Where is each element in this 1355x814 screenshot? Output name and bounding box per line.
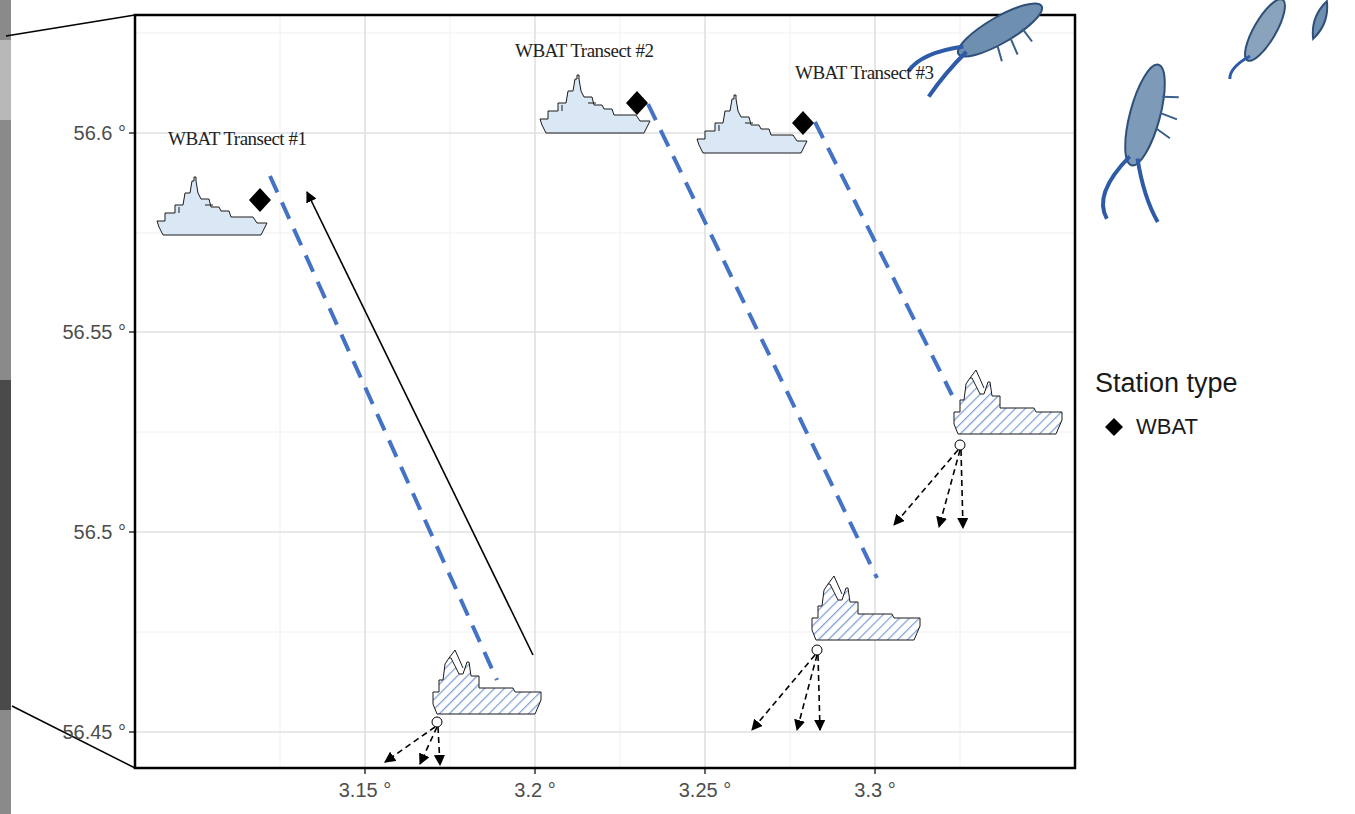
legend-diamond (1104, 417, 1124, 437)
direction-arrow (307, 192, 533, 655)
axis-tick-label: 56.6 ° (74, 123, 126, 143)
axis-tick-label: 3.25 ° (679, 780, 731, 800)
axis-tick-label: 56.45 ° (62, 722, 126, 742)
echosounder-ship (433, 370, 1062, 714)
legend-label: WBAT (1136, 414, 1198, 440)
axis-tick-label: 56.5 ° (74, 522, 126, 542)
transect-label: WBAT Transect #3 (795, 63, 933, 82)
inset-map-edge (0, 0, 135, 814)
legend-entry: WBAT (1104, 414, 1198, 440)
acoustic-beam (385, 440, 965, 765)
wbat-station (249, 91, 814, 212)
transect-label: WBAT Transect #2 (515, 41, 653, 60)
axis-tick-label: 3.2 ° (514, 780, 555, 800)
legend-title: Station type (1095, 370, 1238, 397)
wbat-ship (157, 75, 807, 235)
transect-line (270, 104, 952, 680)
krill-illustration (906, 0, 1331, 232)
axis-tick-label: 3.15 ° (339, 780, 391, 800)
axis-tick-label: 3.3 ° (854, 780, 895, 800)
map-panel (129, 15, 1075, 774)
axis-tick-label: 56.55 ° (62, 322, 126, 342)
transect-label: WBAT Transect #1 (168, 129, 306, 148)
